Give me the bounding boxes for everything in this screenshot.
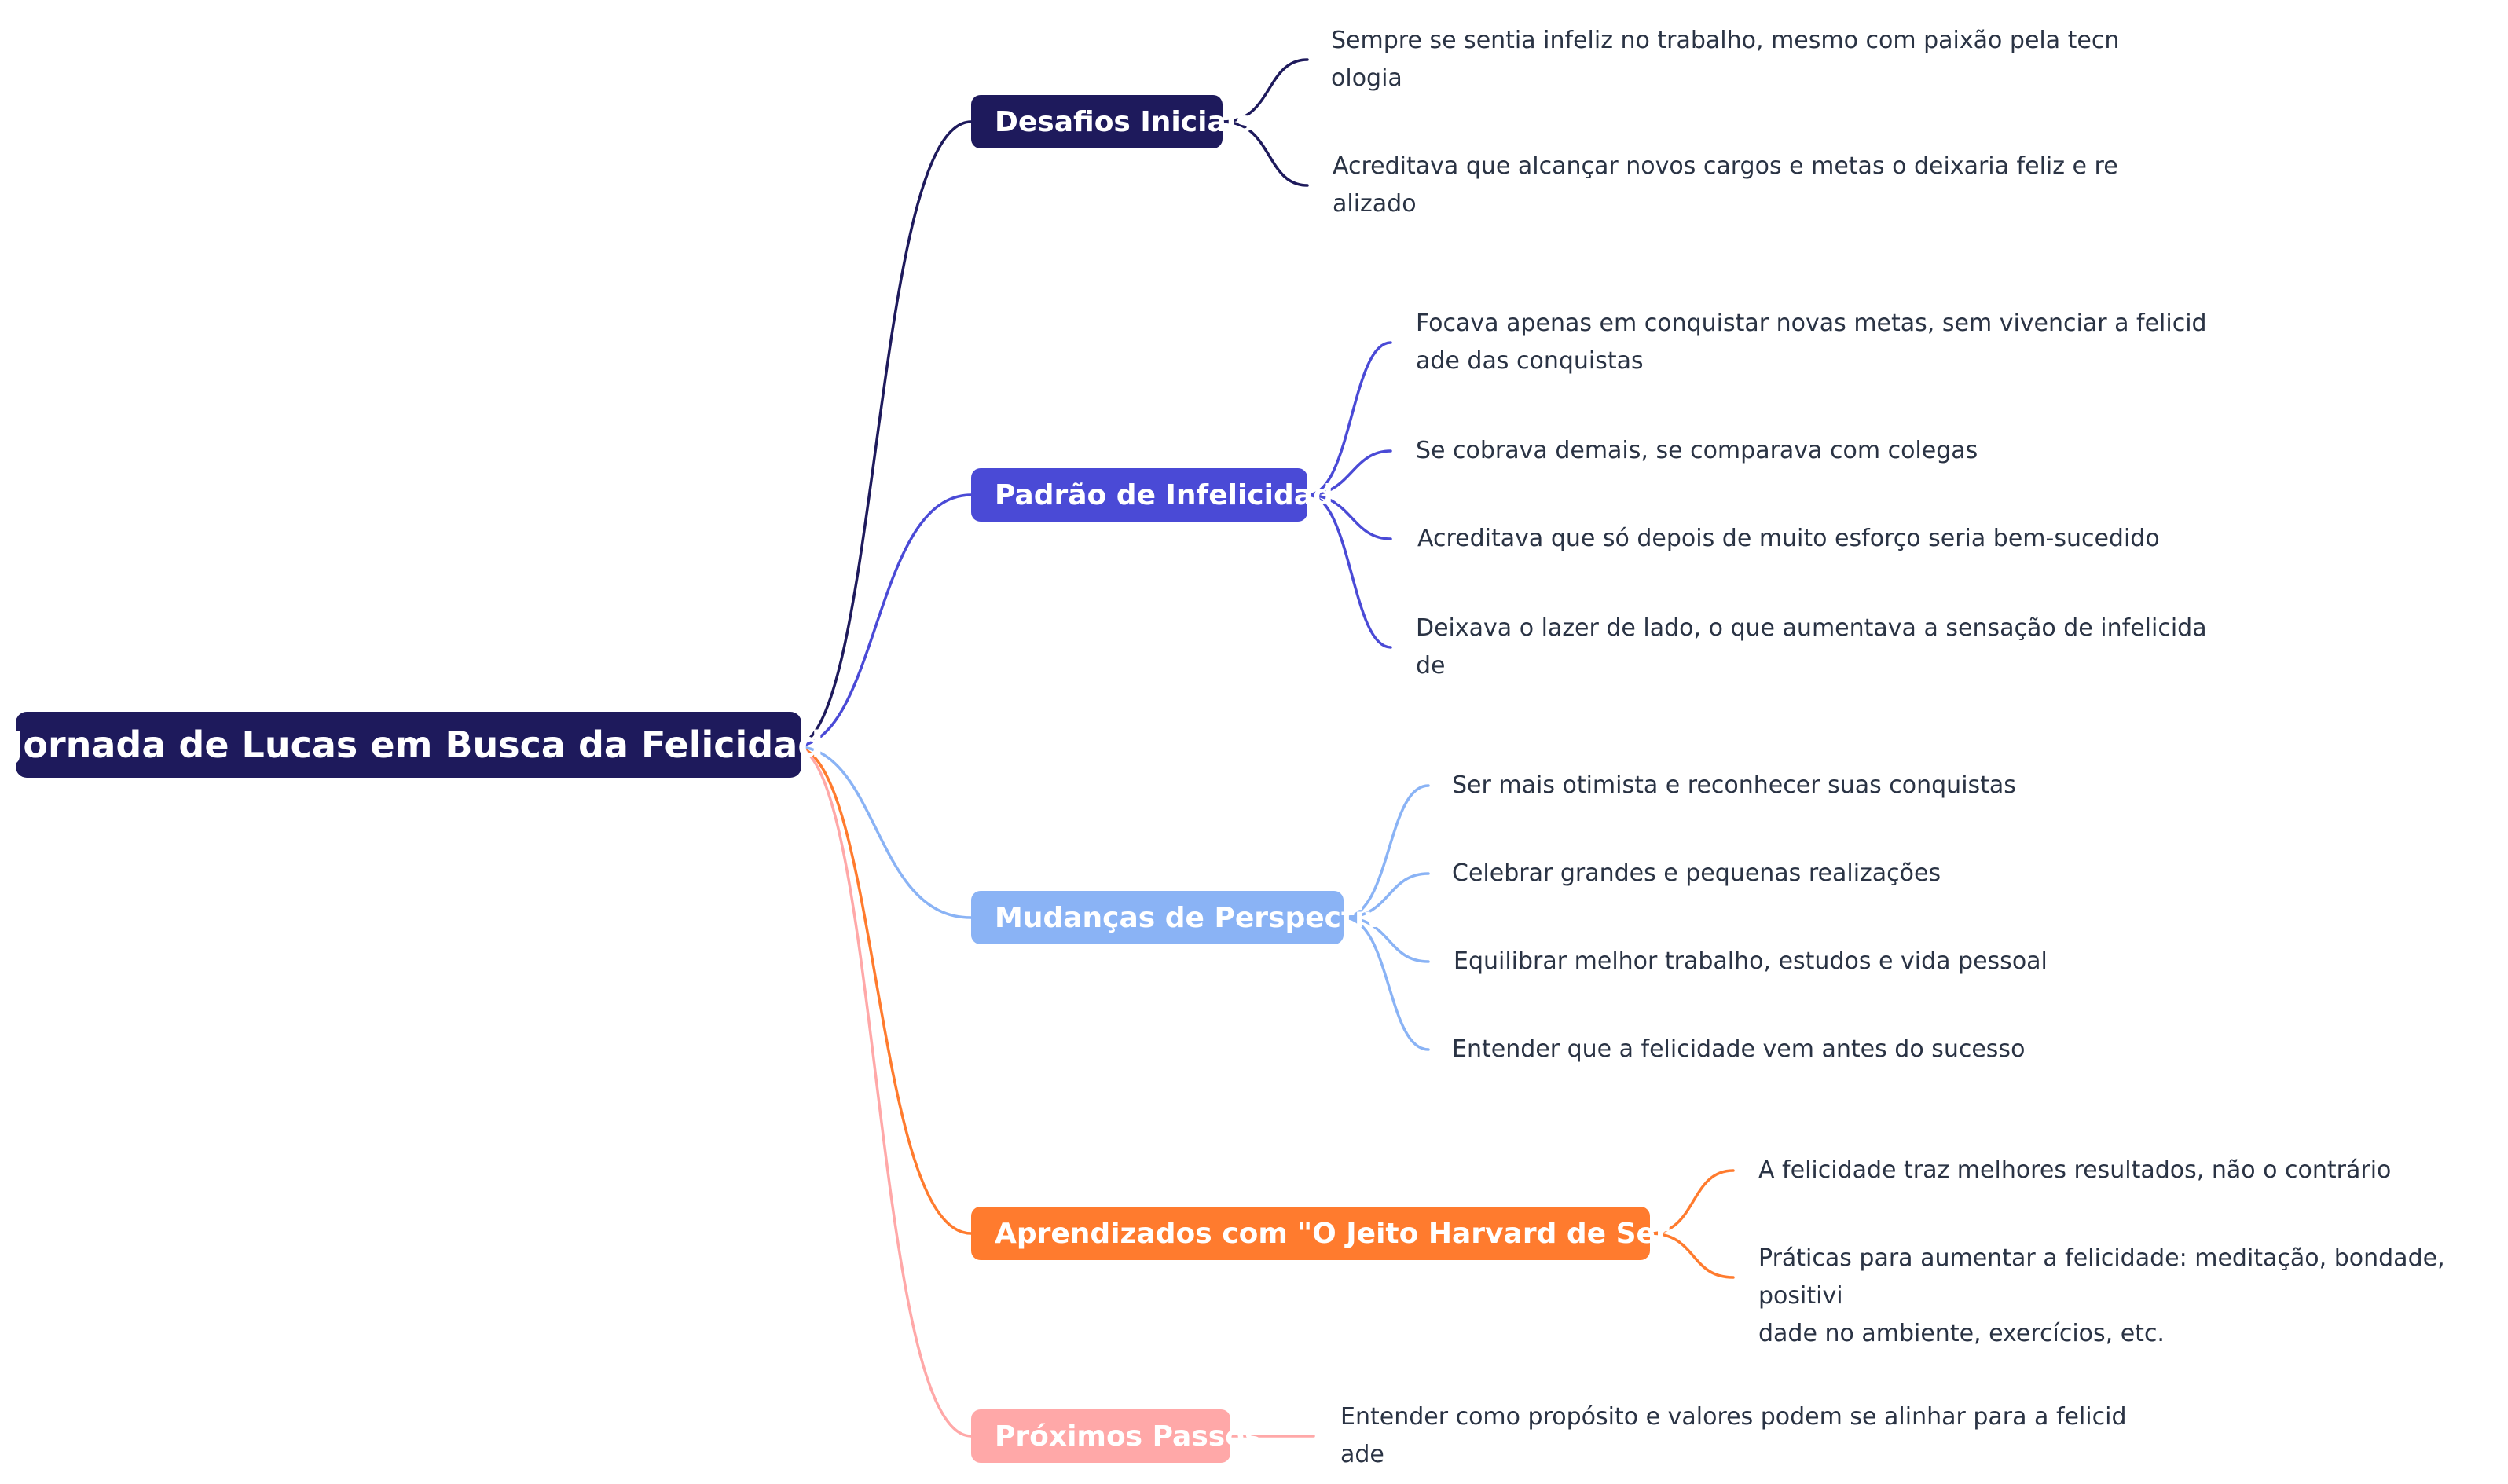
branch-aprendizados-harvard[interactable]: Aprendizados com "O Jeito Harvard de Ser… (971, 1207, 1767, 1260)
leaf-mudancas-3: Equilibrar melhor trabalho, estudos e vi… (1454, 947, 2048, 975)
link-branch-2-leaf-4 (1306, 493, 1392, 649)
leaf-desafios-1: Sempre se sentia infeliz no trabalho, me… (1331, 27, 2120, 92)
branch-desafios-iniciais[interactable]: Desafios Iniciais (971, 95, 1253, 148)
link-branch-2-leaf-1 (1306, 341, 1392, 496)
leaf-aprendizados-2: Práticas para aumentar a felicidade: med… (1758, 1244, 2445, 1347)
leaf-padrao-3: Acreditava que só depois de muito esforç… (1417, 525, 2160, 552)
branch-padrao-infelicidade[interactable]: Padrão de Infelicidade (971, 468, 1352, 522)
branch-proximos-passos[interactable]: Próximos Passos (971, 1409, 1261, 1463)
link-branch-4-leaf-1 (1648, 1169, 1735, 1235)
link-branch-4-leaf-2 (1648, 1232, 1735, 1279)
root-topic[interactable]: A Jornada de Lucas em Busca da Felicidad… (0, 712, 848, 778)
leaf-mudancas-2: Celebrar grandes e pequenas realizações (1452, 859, 1942, 887)
leaf-proximos-1: Entender como propósito e valores podem … (1340, 1403, 2127, 1468)
link-root-branch-3 (792, 745, 973, 919)
leaf-padrao-2: Se cobrava demais, se comparava com cole… (1416, 437, 1978, 464)
link-root-branch-5 (792, 745, 973, 1438)
link-root-branch-4 (792, 745, 973, 1235)
link-branch-1-leaf-1 (1221, 58, 1309, 123)
leaf-mudancas-1: Ser mais otimista e reconhecer suas conq… (1452, 771, 2016, 799)
link-branch-3-leaf-4 (1342, 916, 1430, 1051)
link-root-branch-2 (792, 493, 973, 748)
link-root-branch-1 (792, 120, 973, 748)
link-branch-3-leaf-1 (1342, 784, 1430, 919)
leaf-aprendizados-1: A felicidade traz melhores resultados, n… (1758, 1156, 2392, 1184)
leaf-padrao-4: Deixava o lazer de lado, o que aumentava… (1416, 614, 2207, 680)
leaf-padrao-1: Focava apenas em conquistar novas metas,… (1416, 310, 2207, 375)
link-branch-1-leaf-2 (1221, 120, 1309, 187)
leaf-mudancas-4: Entender que a felicidade vem antes do s… (1452, 1035, 2026, 1063)
leaf-desafios-2: Acreditava que alcançar novos cargos e m… (1333, 152, 2118, 218)
link-branch-3-leaf-2 (1342, 872, 1430, 919)
link-branch-2-leaf-3 (1306, 493, 1392, 540)
link-branch-2-leaf-2 (1306, 449, 1392, 496)
branch-mudancas-perspectiva[interactable]: Mudanças de Perspectiva (971, 891, 1402, 944)
link-branch-3-leaf-3 (1342, 916, 1430, 963)
